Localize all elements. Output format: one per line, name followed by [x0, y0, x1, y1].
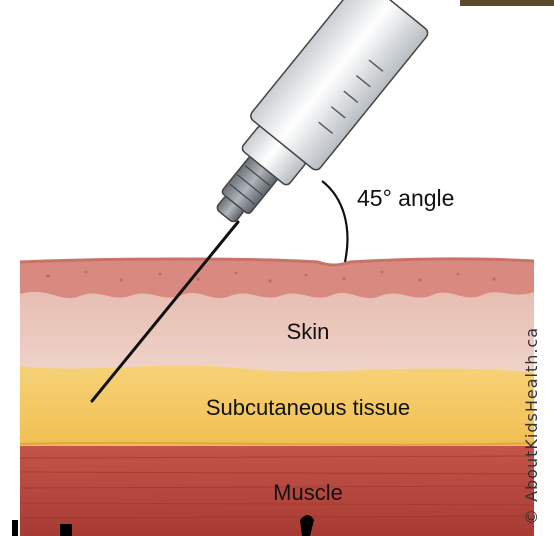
- image-credit: © AboutKidsHealth.ca: [522, 327, 541, 525]
- angle-arc: [322, 181, 347, 262]
- skin-surface: [20, 259, 534, 298]
- skin-label: Skin: [287, 319, 330, 344]
- subcutaneous-label: Subcutaneous tissue: [206, 395, 410, 420]
- muscle-label: Muscle: [273, 480, 343, 505]
- dermis-layer: [20, 290, 534, 372]
- angle-label: 45° angle: [357, 185, 454, 211]
